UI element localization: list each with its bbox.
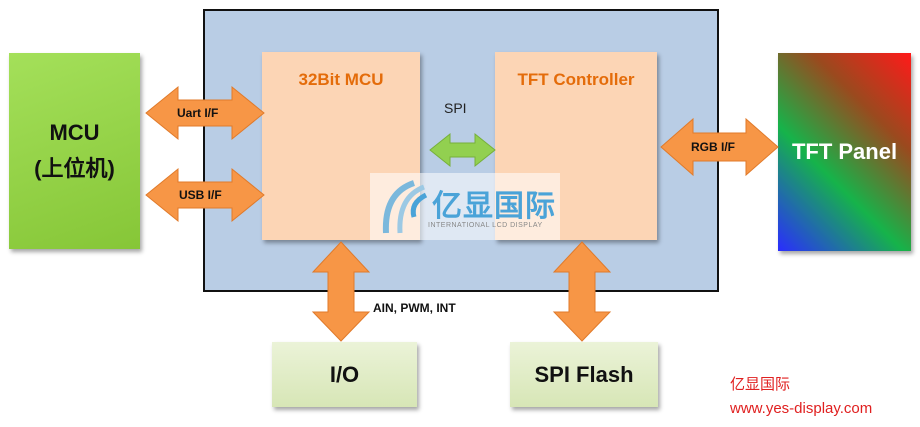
mcu-32bit-label: 32Bit MCU bbox=[298, 70, 384, 89]
tft-panel-label: TFT Panel bbox=[791, 139, 898, 164]
uart-arrow bbox=[145, 85, 265, 141]
tft-panel-block: TFT Panel bbox=[778, 53, 911, 251]
watermark-logo-icon bbox=[382, 180, 428, 234]
usb-label: USB I/F bbox=[179, 188, 222, 202]
io-block: I/O bbox=[272, 342, 417, 407]
watermark: 亿显国际 INTERNATIONAL LCD DISPLAY bbox=[370, 173, 560, 240]
io-arrow bbox=[311, 241, 371, 342]
spi-flash-arrow bbox=[552, 241, 612, 342]
watermark-title: 亿显国际 bbox=[432, 190, 556, 223]
host-mcu-block: MCU (上位机) bbox=[9, 53, 140, 249]
spi-flash-label: SPI Flash bbox=[534, 361, 634, 387]
tft-controller-label: TFT Controller bbox=[517, 70, 635, 89]
spi-flash-block: SPI Flash bbox=[510, 342, 658, 407]
host-mcu-title: MCU bbox=[49, 120, 100, 145]
spi-arrow bbox=[429, 132, 496, 168]
brand-name: 亿显国际 bbox=[730, 376, 791, 393]
spi-label: SPI bbox=[444, 100, 467, 116]
watermark-subtitle: INTERNATIONAL LCD DISPLAY bbox=[428, 222, 543, 229]
ain-pwm-int-label: AIN, PWM, INT bbox=[373, 301, 456, 315]
io-label: I/O bbox=[329, 361, 360, 387]
usb-arrow bbox=[145, 167, 265, 223]
rgb-arrow bbox=[660, 117, 779, 177]
uart-label: Uart I/F bbox=[177, 106, 219, 120]
brand-url[interactable]: www.yes-display.com bbox=[730, 400, 873, 417]
host-mcu-subtitle: (上位机) bbox=[34, 156, 115, 181]
branding: 亿显国际 www.yes-display.com bbox=[730, 373, 872, 421]
rgb-label: RGB I/F bbox=[691, 140, 735, 154]
